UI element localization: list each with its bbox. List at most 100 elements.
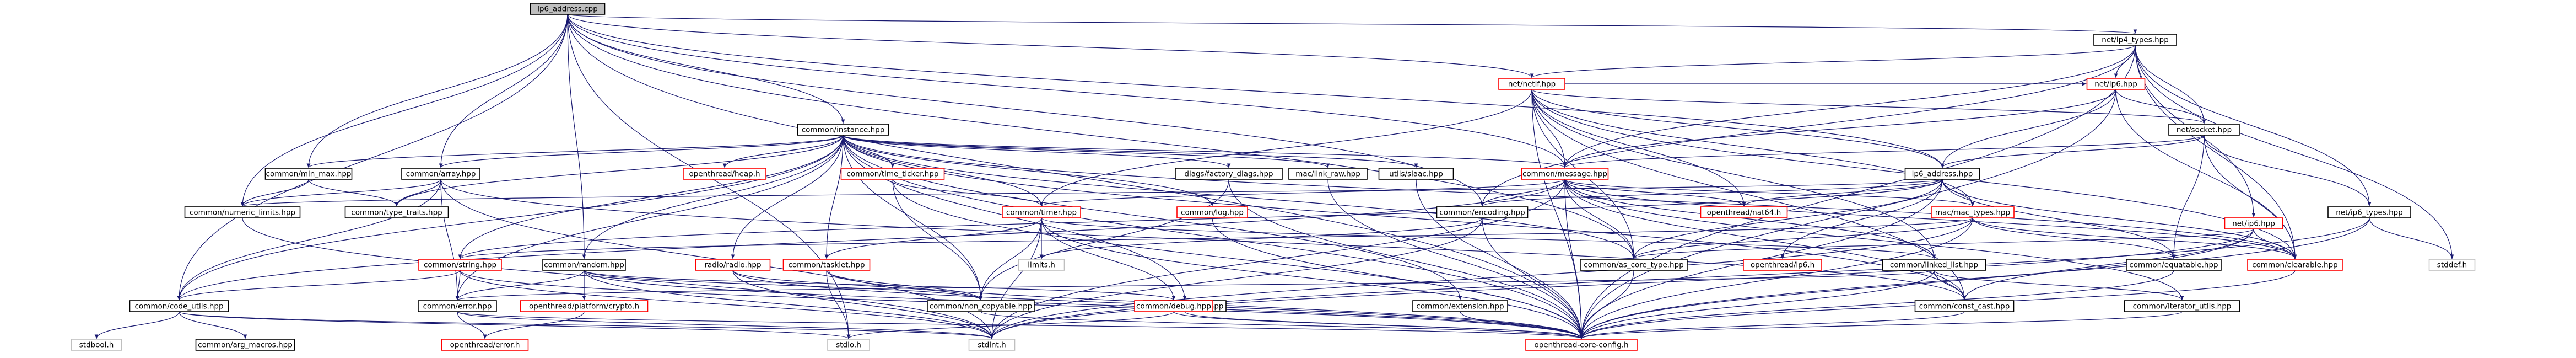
edge-crypto-to-oterror: [483, 311, 585, 339]
node-random[interactable]: common/random.hpp: [542, 259, 626, 271]
node-ip6h[interactable]: openthread/ip6.h: [1743, 259, 1822, 271]
node-coreconfig[interactable]: openthread-core-config.h: [1525, 339, 1638, 351]
edge: [455, 135, 844, 301]
edge: [843, 135, 983, 301]
node-ip4types[interactable]: net/ip4_types.hpp: [2093, 34, 2177, 46]
node-diags[interactable]: diags/factory_diags.hpp: [1175, 168, 1283, 180]
node-timer[interactable]: common/timer.hpp: [1002, 206, 1081, 218]
node-ip6types[interactable]: net/ip6_types.hpp: [2327, 206, 2411, 218]
node-argmacros[interactable]: common/arg_macros.hpp: [195, 339, 295, 351]
node-box: [1378, 168, 1454, 180]
edge: [1940, 135, 2205, 168]
node-clearable[interactable]: common/clearable.hpp: [2247, 259, 2343, 271]
node-ip6hpp[interactable]: net/ip6.hpp: [2086, 78, 2146, 90]
edge: [567, 14, 1534, 78]
edge: [1579, 217, 2370, 339]
edge: [567, 14, 1567, 168]
node-box: [401, 168, 480, 180]
node-label: common/arg_macros.hpp: [198, 341, 293, 350]
edge-instance-to-message: [843, 135, 1567, 168]
node-box: [1521, 168, 1609, 180]
node-ip6addr[interactable]: ip6_address.hpp: [1904, 168, 1980, 180]
edge-root-to-asbasetype: [567, 14, 1636, 259]
edge-array-to-codeutils: [177, 179, 441, 301]
node-box: [1882, 259, 1986, 271]
node-nat64[interactable]: openthread/nat64.h: [1700, 206, 1788, 218]
edge: [1632, 179, 1943, 259]
node-heap[interactable]: openthread/heap.h: [683, 168, 766, 180]
edge-random-to-debug: [584, 270, 1176, 301]
edge: [1480, 179, 1943, 207]
edge: [240, 179, 309, 207]
node-netif[interactable]: net/netif.hpp: [1498, 78, 1565, 90]
edge-message-to-encoding: [1480, 179, 1565, 207]
edge-ip4types-to-socket: [2135, 45, 2206, 124]
edge: [990, 217, 1483, 339]
edge: [567, 14, 1945, 168]
edge: [2253, 228, 2297, 259]
edge-diags-to-coreconfig: [1228, 179, 1584, 339]
node-box: [1743, 259, 1822, 271]
node-constcast[interactable]: common/const_cast.hpp: [1914, 300, 2015, 312]
node-iterutils[interactable]: common/iterator_utils.hpp: [2124, 300, 2240, 312]
edge: [1482, 217, 1584, 339]
node-socket[interactable]: net/socket.hpp: [2168, 124, 2240, 136]
node-box: [1931, 206, 2015, 218]
edge-message-to-clearable: [1564, 179, 2297, 259]
edge-debug-to-coreconfig: [1173, 311, 1584, 339]
node-noncopy[interactable]: common/non_copyable.hpp: [927, 300, 1035, 312]
node-oterror[interactable]: openthread/error.h: [441, 339, 529, 351]
node-box: [542, 259, 626, 271]
node-netip6h[interactable]: net/ip6.hpp: [2224, 217, 2283, 229]
node-stringhpp[interactable]: common/string.hpp: [418, 259, 502, 271]
node-loghpp[interactable]: common/log.hpp: [1176, 206, 1248, 218]
edge: [1564, 179, 1584, 339]
edge: [395, 179, 441, 207]
node-equatable[interactable]: common/equatable.hpp: [2126, 259, 2222, 271]
node-array[interactable]: common/array.hpp: [401, 168, 480, 180]
node-box: [1412, 300, 1508, 312]
node-label: common/equatable.hpp: [2129, 261, 2218, 270]
edge: [843, 135, 1462, 301]
node-label: common/min_max.hpp: [266, 170, 352, 179]
node-instance[interactable]: common/instance.hpp: [797, 124, 889, 136]
node-label: common/time_ticker.hpp: [846, 170, 938, 179]
node-tasklet[interactable]: common/tasklet.hpp: [782, 259, 871, 271]
node-debug[interactable]: common/debug.hpp: [1134, 300, 1213, 312]
node-codeutils[interactable]: common/code_utils.hpp: [129, 300, 229, 312]
node-slaac[interactable]: utils/slaac.hpp: [1378, 168, 1454, 180]
node-encoding[interactable]: common/encoding.hpp: [1436, 206, 1529, 218]
node-message[interactable]: common/message.hpp: [1521, 168, 1609, 180]
edge: [990, 217, 1042, 339]
edge-instance-to-errorhpp: [455, 135, 844, 301]
edge-encoding-to-limits: [1039, 217, 1483, 259]
edge: [458, 179, 1943, 259]
node-numlimits[interactable]: common/numeric_limits.hpp: [184, 206, 301, 218]
edge-root-to-array: [439, 14, 568, 168]
node-linkraw[interactable]: mac/link_raw.hpp: [1288, 168, 1368, 180]
node-crypto[interactable]: openthread/platform/crypto.h: [520, 300, 649, 312]
edge-noncopy-to-coreconfig: [980, 311, 1584, 339]
node-extension[interactable]: common/extension.hpp: [1412, 300, 1508, 312]
node-asbasetype[interactable]: common/as_core_type.hpp: [1580, 259, 1688, 271]
node-box: [1580, 259, 1688, 271]
node-radio[interactable]: radio/radio.hpp: [695, 259, 771, 271]
node-box: [2428, 259, 2476, 271]
edge-message-to-timer: [1039, 179, 1565, 207]
node-typetraits[interactable]: common/type_traits.hpp: [344, 206, 449, 218]
node-mactypes[interactable]: mac/mac_types.hpp: [1931, 206, 2015, 218]
node-timeticker[interactable]: common/time_ticker.hpp: [840, 168, 945, 180]
edge-linkraw-to-coreconfig: [1327, 179, 1584, 339]
node-minmax[interactable]: common/min_max.hpp: [264, 168, 353, 180]
node-label: stdio.h: [836, 341, 861, 350]
node-linkedlist[interactable]: common/linked_list.hpp: [1882, 259, 1986, 271]
node-label: openthread/ip6.h: [1751, 261, 1814, 270]
edge-netif-to-timer: [1039, 89, 1532, 207]
node-root[interactable]: ip6_address.cpp: [530, 3, 606, 15]
node-label: common/string.hpp: [424, 261, 496, 270]
node-label: radio/radio.hpp: [704, 261, 761, 270]
node-errorhpp[interactable]: common/error.hpp: [418, 300, 497, 312]
node-stdioh: stdio.h: [827, 339, 870, 351]
edge-numlimits-to-stdinth: [242, 217, 994, 339]
edge-mactypes-to-stdinth: [990, 217, 1973, 339]
